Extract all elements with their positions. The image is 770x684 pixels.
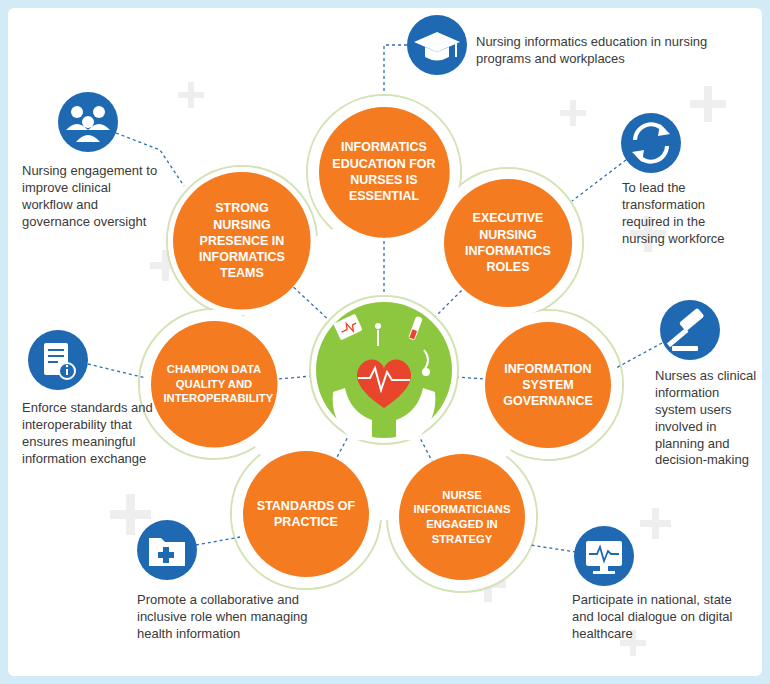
circle-outline bbox=[319, 107, 450, 238]
circle-outline bbox=[399, 454, 525, 580]
topic-title: EXECUTIVE NURSING INFORMATICS ROLES bbox=[457, 210, 559, 275]
description-text: Nursing informatics education in nursing… bbox=[476, 34, 708, 68]
circle-text-wrap: EXECUTIVE NURSING INFORMATICS ROLES bbox=[457, 210, 559, 275]
topic-circle: STANDARDS OF PRACTICE bbox=[243, 451, 369, 577]
circle-text-wrap: CHAMPION DATA QUALITY AND INTEROPERABILI… bbox=[163, 362, 264, 406]
circle-fill bbox=[173, 172, 311, 310]
circle-fill bbox=[151, 321, 277, 447]
topic-circle: EXECUTIVE NURSING INFORMATICS ROLES bbox=[444, 179, 572, 307]
center-illustration bbox=[310, 296, 458, 444]
flower-outline bbox=[139, 95, 623, 592]
topic-title: INFORMATICS EDUCATION FOR NURSES IS ESSE… bbox=[332, 139, 437, 204]
circle-fill bbox=[485, 322, 611, 448]
topic-title: INFORMATION SYSTEM GOVERNANCE bbox=[498, 361, 599, 410]
circle-outline bbox=[243, 451, 369, 577]
topic-title: STRONG NURSING PRESENCE IN INFORMATICS T… bbox=[187, 200, 297, 281]
circle-fill bbox=[243, 451, 369, 577]
topic-circle: STRONG NURSING PRESENCE IN INFORMATICS T… bbox=[173, 172, 311, 310]
circle-fill bbox=[399, 454, 525, 580]
circle-text-wrap: STRONG NURSING PRESENCE IN INFORMATICS T… bbox=[187, 200, 297, 281]
circle-text-wrap: STANDARDS OF PRACTICE bbox=[256, 498, 357, 531]
description-text: Promote a collaborative and inclusive ro… bbox=[137, 592, 333, 643]
icon-badges bbox=[28, 15, 720, 586]
description-text: To lead the transformation required in t… bbox=[622, 180, 740, 248]
description-text: Nursing engagement to improve clinical w… bbox=[22, 163, 158, 231]
plus-marks bbox=[110, 82, 726, 656]
circle-text-wrap: INFORMATICS EDUCATION FOR NURSES IS ESSE… bbox=[332, 139, 437, 204]
circle-fill bbox=[319, 107, 450, 238]
circle-text-wrap: NURSE INFORMATICIANS ENGAGED IN STRATEGY bbox=[412, 488, 513, 547]
topic-circle: CHAMPION DATA QUALITY AND INTEROPERABILI… bbox=[151, 321, 277, 447]
circle-fill bbox=[444, 179, 572, 307]
topic-circle: NURSE INFORMATICIANS ENGAGED IN STRATEGY bbox=[399, 454, 525, 580]
topic-circle: INFORMATICS EDUCATION FOR NURSES IS ESSE… bbox=[319, 107, 450, 238]
panel bbox=[8, 8, 762, 676]
topic-title: CHAMPION DATA QUALITY AND INTEROPERABILI… bbox=[163, 362, 264, 406]
leader-lines bbox=[88, 45, 662, 552]
circle-outline bbox=[444, 179, 572, 307]
description-text: Participate in national, state and local… bbox=[572, 592, 752, 643]
description-text: Enforce standards and interoperability t… bbox=[22, 400, 172, 468]
description-text: Nurses as clinical information system us… bbox=[655, 368, 759, 469]
topic-title: NURSE INFORMATICIANS ENGAGED IN STRATEGY bbox=[412, 488, 513, 547]
topic-circle: INFORMATION SYSTEM GOVERNANCE bbox=[485, 322, 611, 448]
topic-title: STANDARDS OF PRACTICE bbox=[256, 498, 357, 531]
circle-text-wrap: INFORMATION SYSTEM GOVERNANCE bbox=[498, 361, 599, 410]
